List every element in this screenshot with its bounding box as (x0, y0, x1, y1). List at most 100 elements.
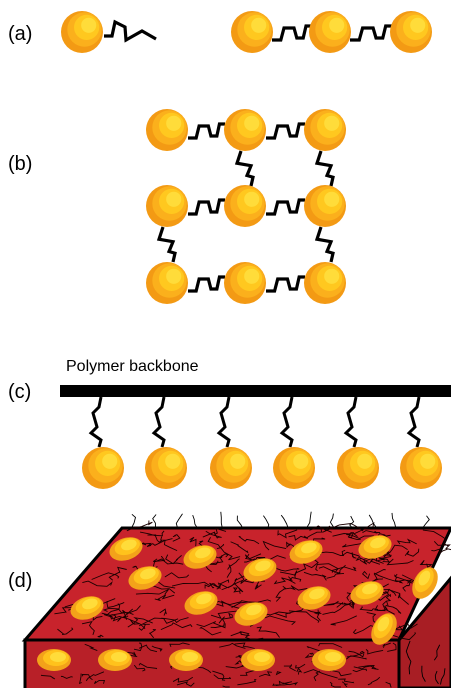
polymer-fiber (296, 667, 303, 675)
polymer-fiber (382, 642, 391, 648)
polymer-fiber (151, 645, 163, 652)
polymer-fiber (280, 514, 289, 529)
polymer-fiber (391, 512, 397, 529)
polymer-fiber (233, 583, 244, 593)
embedded-particle-icon (183, 545, 217, 569)
polymer-fiber (196, 621, 226, 629)
polymer-fiber (419, 560, 433, 569)
zigzag-linker-icon (188, 122, 225, 140)
polymer-fiber (378, 544, 408, 554)
zigzag-linker-icon (314, 226, 335, 263)
polymer-fiber (91, 572, 120, 580)
polymer-fiber (230, 541, 249, 554)
nanoparticle-sphere-icon (224, 109, 266, 151)
polymer-fiber (81, 621, 95, 636)
embedded-particle-icon (128, 566, 162, 590)
panel-label-b: (b) (8, 153, 32, 175)
polymer-fiber (209, 582, 228, 589)
polymer-fiber (329, 681, 341, 688)
polymer-fiber (227, 558, 240, 570)
nanoparticle-sphere-icon (337, 447, 379, 489)
polymer-fiber (313, 670, 321, 682)
zigzag-linker-icon (272, 24, 312, 42)
polymer-fiber (222, 685, 230, 688)
polymer-fiber (433, 541, 451, 551)
polymer-fiber (236, 515, 244, 529)
polymer-fiber (318, 643, 343, 648)
polymer-fiber (422, 515, 430, 529)
polymer-fiber (303, 669, 338, 679)
polymer-fiber (355, 557, 384, 564)
polymer-fiber (133, 664, 146, 672)
polymer-fiber (326, 572, 345, 579)
polymer-fiber (288, 610, 320, 623)
polymer-fiber (207, 537, 225, 549)
nanoparticle-sphere-icon (224, 262, 266, 304)
polymer-fiber (210, 616, 226, 628)
pendant-linker-icon (343, 396, 358, 448)
polymer-fiber (213, 674, 232, 679)
polymer-fiber (258, 671, 272, 677)
polymer-fiber (283, 585, 308, 591)
nanoparticle-sphere-icon (82, 447, 124, 489)
polymer-fiber (256, 626, 280, 638)
embedded-particle-icon (412, 567, 438, 599)
polymer-fiber (126, 520, 153, 532)
backbone-caption: Polymer backbone (66, 358, 199, 375)
polymer-fiber (244, 553, 262, 560)
polymer-fiber (288, 576, 302, 582)
polymer-fiber (402, 579, 412, 592)
embedded-particle-icon (169, 649, 203, 671)
polymer-fiber (152, 558, 184, 567)
polymer-fiber (138, 541, 152, 548)
polymer-backbone-bar (60, 385, 451, 397)
polymer-fiber (352, 668, 367, 673)
polymer-fiber (84, 643, 98, 652)
polymer-fiber (171, 581, 210, 587)
embedded-particle-icon (243, 558, 277, 582)
polymer-fiber (103, 612, 125, 618)
polymer-fiber (404, 548, 420, 557)
polymer-fiber (254, 580, 262, 590)
nanoparticle-sphere-icon (231, 11, 273, 53)
polymer-fiber (220, 511, 223, 529)
polymer-fiber (318, 564, 346, 574)
polymer-fiber (60, 675, 73, 679)
polymer-fiber (102, 603, 121, 612)
embedded-particle-icon (297, 586, 331, 610)
panel-label-c: (c) (8, 381, 31, 403)
polymer-fiber (164, 572, 190, 579)
polymer-fiber (358, 665, 379, 670)
polymer-fiber (379, 549, 392, 561)
polymer-fiber (387, 642, 397, 652)
polymer-fiber (219, 642, 246, 649)
polymer-fiber (374, 600, 387, 612)
polymer-fiber (202, 527, 227, 538)
polymer-fiber (373, 572, 413, 584)
polymer-fiber (341, 549, 362, 560)
polymer-fiber (160, 536, 178, 552)
polymer-fiber (288, 534, 309, 541)
embedded-particle-icon (234, 602, 268, 626)
polymer-fiber (322, 603, 352, 615)
polymer-fiber (352, 625, 380, 635)
polymer-fiber (149, 629, 157, 639)
polymer-fiber (390, 632, 416, 641)
polymer-fiber (405, 640, 411, 658)
polymer-fiber (237, 679, 257, 686)
panel-label-d: (d) (8, 570, 32, 592)
polymer-fiber (407, 656, 412, 675)
zigzag-linker-icon (156, 226, 177, 263)
embedded-particle-icon (312, 649, 346, 671)
polymer-fiber (127, 617, 153, 628)
polymer-fiber (361, 570, 371, 580)
embedded-particles (37, 535, 438, 671)
nanoparticle-sphere-icon (304, 185, 346, 227)
pendant-linker-icon (88, 396, 103, 448)
polymer-fiber (368, 514, 378, 529)
polymer-fiber (332, 533, 374, 539)
polymer-fiber (135, 588, 169, 597)
nanoparticle-sphere-icon (304, 262, 346, 304)
pendant-linker-icon (279, 396, 294, 448)
